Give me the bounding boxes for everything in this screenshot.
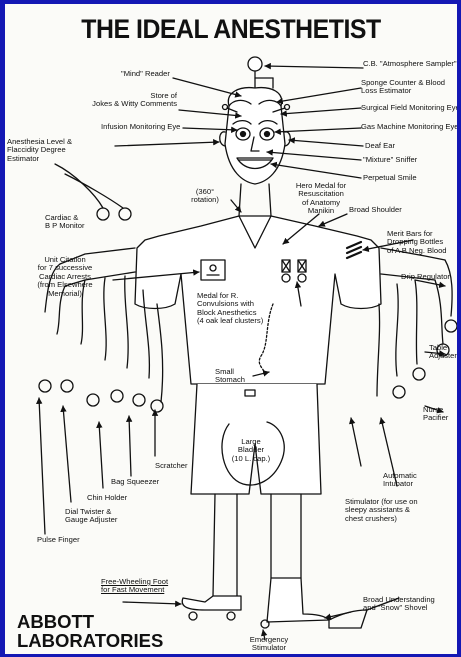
- label-broad-understanding: Broad Understanding and "Snow" Shovel: [363, 596, 435, 613]
- label-hero-medal: Hero Medal for Resuscitation of Anatomy …: [289, 182, 353, 216]
- label-gas-machine: Gas Machine Monitoring Eye: [361, 123, 457, 131]
- label-perpetual-smile: Perpetual Smile: [363, 174, 417, 182]
- anesthetist-illustration: [5, 4, 457, 654]
- label-nurse-pacifier: Nurse Pacifier: [423, 406, 448, 423]
- label-cardiac-monitor: Cardiac & B P Monitor: [45, 214, 85, 231]
- label-anesthesia-level: Anesthesia Level & Flaccidity Degree Est…: [7, 138, 72, 163]
- label-merit-bars: Merit Bars for Dropping Bottles of A B N…: [387, 230, 447, 255]
- page-title: THE IDEAL ANESTHETIST: [23, 14, 439, 45]
- label-medal-convulsions: Medal for R. Convulsions with Block Anes…: [197, 292, 263, 326]
- label-cb-sampler: C.B. "Atmosphere Sampler": [363, 60, 457, 68]
- label-dial-twister: Dial Twister & Gauge Adjuster: [65, 508, 117, 525]
- label-deaf-ear: Deaf Ear: [365, 142, 395, 150]
- label-automatic-intubator: Automatic Intubator: [383, 472, 417, 489]
- label-table-adjuster: Table Adjuster: [429, 344, 457, 361]
- company-name: ABBOTT LABORATORIES: [17, 612, 163, 650]
- unit-citation-patch: [201, 260, 225, 280]
- label-surgical-field: Surgical Field Monitoring Eye: [361, 104, 457, 112]
- poster-paper: THE IDEAL ANESTHETIST C.B. "Atmosphere S…: [5, 4, 457, 654]
- label-mixture-sniffer: "Mixture" Sniffer: [363, 156, 417, 164]
- label-drip-regulator: Drip Regulator: [401, 273, 450, 281]
- label-small-stomach: Small Stomach: [215, 368, 245, 385]
- label-broad-shoulder: Broad Shoulder: [349, 206, 402, 214]
- label-sponge-counter: Sponge Counter & Blood Loss Estimator: [361, 79, 445, 96]
- label-pulse-finger: Pulse Finger: [37, 536, 80, 544]
- label-scratcher: Scratcher: [155, 462, 188, 470]
- label-rotation: (360° rotation): [183, 188, 227, 205]
- label-stimulator: Stimulator (for use on sleepy assistants…: [345, 498, 418, 523]
- label-large-bladder: Large Bladder (10 L. cap.): [221, 438, 281, 463]
- label-emergency-stimulator: Emergency Stimulator: [241, 636, 297, 653]
- label-chin-holder: Chin Holder: [87, 494, 127, 502]
- label-unit-citation: Unit Citation for 7 successive Cardiac A…: [25, 256, 105, 298]
- label-infusion-eye: Infusion Monitoring Eye: [101, 123, 180, 131]
- label-mind-reader: "Mind" Reader: [121, 70, 170, 78]
- label-bag-squeezer: Bag Squeezer: [111, 478, 159, 486]
- label-jokes: Store of Jokes & Witty Comments: [77, 92, 177, 109]
- label-free-wheeling: Free-Wheeling Foot for Fast Movement: [101, 578, 168, 595]
